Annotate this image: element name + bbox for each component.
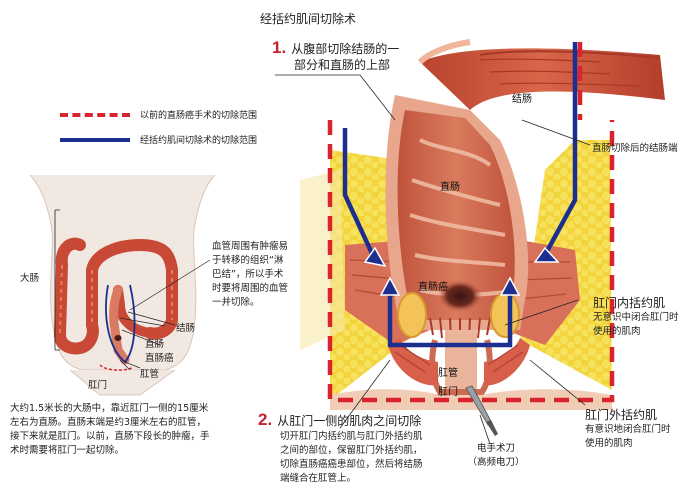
body-figure <box>29 174 216 396</box>
isr-resection-line <box>342 42 578 348</box>
step-2-line: 切除直肠癌癌患部位，然后将结肠 <box>280 459 423 470</box>
lymph-note-line: 巴结”，所以手术 <box>212 269 284 280</box>
step-2: 2. 从肛门一侧的肌肉之间切除 <box>258 410 421 430</box>
legend: 以前的直肠癌手术的切除范围 经括约肌间切除术的切除范围 <box>60 108 257 146</box>
page-title: 经括约肌间切除术 <box>260 12 357 26</box>
legend-old: 以前的直肠癌手术的切除范围 <box>60 108 257 121</box>
legend-isr-label: 经括约肌间切除术的切除范围 <box>140 136 258 146</box>
body-note-line: 左右为直肠。直肠末端是约3厘米左右的肛管， <box>10 417 207 428</box>
label-anus-body: 肛门 <box>88 380 108 391</box>
old-resection-line <box>327 42 615 403</box>
external-sphincter-desc2: 使用的肌肉 <box>585 438 633 449</box>
scalpel-icon <box>465 385 498 436</box>
lymph-note-line: 血管周围有肿瘤易 <box>212 241 289 252</box>
leader-lines <box>275 74 591 445</box>
step-2-line: 切开肛门内括约肌与肛门外括约肌 <box>280 431 423 442</box>
label-cancer-main: 直肠癌 <box>418 282 448 293</box>
knife-label-line2: （高频电刀） <box>467 457 525 468</box>
step-1-line1: 从腹部切除结肠的一 <box>291 42 400 56</box>
step-1-line2: 部分和直肠的上部 <box>294 58 391 72</box>
legend-isr: 经括约肌间切除术的切除范围 <box>60 133 257 146</box>
body-note-line: 接下来就是肛门。以前，直肠下段长的肿瘤，手 <box>10 431 210 442</box>
external-sphincter-desc1: 有意识地闭合肛门时 <box>585 424 671 435</box>
colon-segment <box>417 39 665 110</box>
rectum <box>385 95 529 341</box>
label-colon-body: 结肠 <box>176 323 196 334</box>
label-colon-main: 结肠 <box>512 94 532 105</box>
body-note-line: 术时需要将肛门一起切除。 <box>10 445 125 456</box>
legend-red-swatch <box>60 112 130 117</box>
step-2-number: 2. <box>258 410 273 429</box>
label-rectum-body: 直肠 <box>145 339 165 350</box>
label-colon-end: 直肠切除后的结肠端 <box>592 143 678 154</box>
knife-label-line1: 电手术刀 <box>476 443 515 454</box>
lymph-note-line: 一并切除。 <box>212 297 260 308</box>
step-1: 1. 从腹部切除结肠的一 <box>272 38 399 58</box>
lymph-note: 血管周围有肿瘤易 于转移的组织“淋 巴结”，所以手术 时要将周围的血管 一并切除… <box>212 240 288 310</box>
external-sphincter-name: 肛门外括约肌 <box>585 408 658 422</box>
label-anal-canal-body: 肛管 <box>140 369 160 380</box>
label-anus-main: 肛门 <box>438 387 458 398</box>
external-sphincter-muscle <box>388 338 530 386</box>
lymph-note-line: 时要将周围的血管 <box>212 283 289 294</box>
external-sphincter-note: 肛门外括约肌 有意识地闭合肛门时 使用的肌肉 <box>585 406 671 451</box>
label-large-intestine: 大肠 <box>20 273 40 284</box>
body-note: 大约1.5米长的大肠中，靠近肛门一侧的15厘米 左右为直肠。直肠末端是约3厘米左… <box>10 402 210 458</box>
anal-canal <box>429 330 493 395</box>
step-1-number: 1. <box>272 38 287 57</box>
internal-sphincter-name: 肛门内括约肌 <box>593 296 666 310</box>
step-2-line: 端缝合在肛管上。 <box>280 473 357 484</box>
step-2-line: 之间的部位，保留肛门外括约肌， <box>280 445 423 456</box>
label-cancer-body: 直肠癌 <box>145 353 174 364</box>
step-2-description: 切开肛门内括约肌与肛门外括约肌 之间的部位，保留肛门外括约肌， 切除直肠癌癌患部… <box>280 430 423 486</box>
legend-old-label: 以前的直肠癌手术的切除范围 <box>140 111 258 121</box>
step-2-heading: 从肛门一侧的肌肉之间切除 <box>277 414 422 428</box>
label-rectum-main: 直肠 <box>440 182 460 193</box>
legend-blue-swatch <box>60 137 130 142</box>
knife-label: 电手术刀 （高频电刀） <box>466 442 526 470</box>
internal-sphincter-note: 肛门内括约肌 无意识中闭合肛门时 使用的肌肉 <box>593 294 679 339</box>
body-note-line: 大约1.5米长的大肠中，靠近肛门一侧的15厘米 <box>10 403 209 414</box>
internal-sphincter-desc1: 无意识中闭合肛门时 <box>593 312 679 323</box>
lymph-note-line: 于转移的组织“淋 <box>212 255 284 266</box>
internal-sphincter-desc2: 使用的肌肉 <box>593 326 641 337</box>
label-anal-canal-main: 肛管 <box>438 368 458 379</box>
isr-arrows <box>363 246 560 296</box>
tumor <box>438 280 482 312</box>
